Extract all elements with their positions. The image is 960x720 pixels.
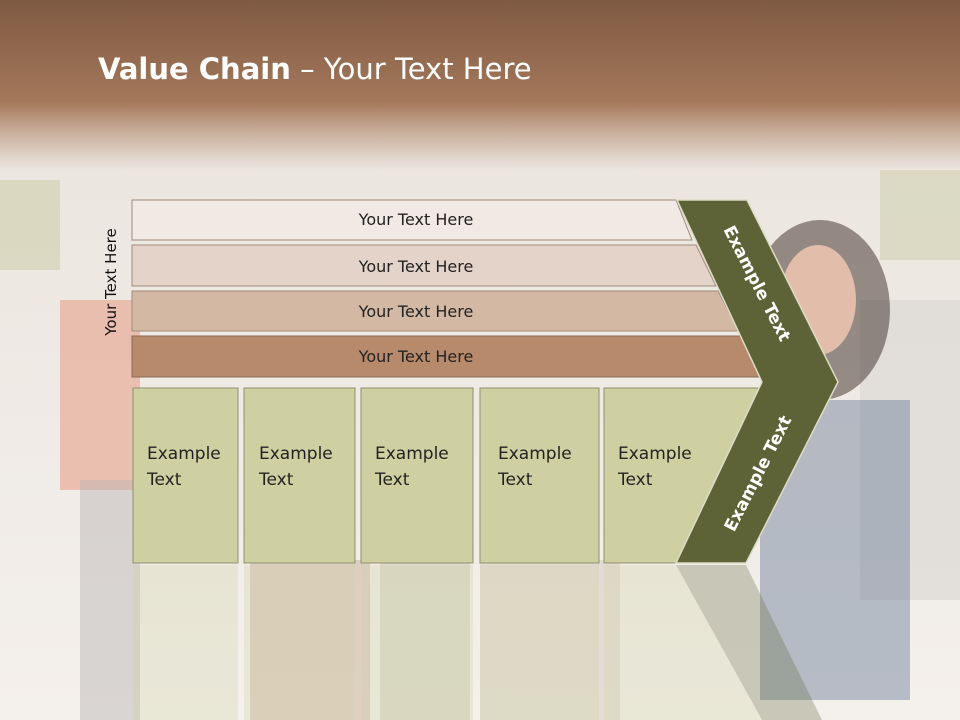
box-3-line2: Text: [374, 470, 410, 490]
bar-1-shape: [131, 199, 693, 241]
title-bold: Value Chain: [98, 52, 291, 86]
box-2-line1: Example: [259, 444, 333, 464]
box-2-line2: Text: [258, 470, 294, 490]
box-3-line1: Example: [375, 444, 449, 464]
box-4-shape: [479, 387, 600, 564]
bar-2-label: Your Text Here: [358, 257, 474, 276]
margin-chevron: [674, 199, 839, 564]
bar-1-label: Your Text Here: [358, 210, 474, 229]
box-1-line2: Text: [146, 470, 182, 490]
box-1-line1: Example: [147, 444, 221, 464]
box-5-line2: Text: [617, 470, 653, 490]
bar-3-label: Your Text Here: [358, 302, 474, 321]
slide-title: Value Chain – Your Text Here: [98, 52, 898, 96]
box-4-line2: Text: [497, 470, 533, 490]
title-rest: – Your Text Here: [290, 52, 532, 86]
bar-4-label: Your Text Here: [358, 347, 474, 366]
boxes-reflection: [133, 565, 822, 720]
box-1-shape: [132, 387, 239, 564]
box-4-line1: Example: [498, 444, 572, 464]
box-5-line1: Example: [618, 444, 692, 464]
box-2-shape: [243, 387, 356, 564]
box-3-shape: [360, 387, 474, 564]
bar-2-shape: [131, 244, 717, 287]
